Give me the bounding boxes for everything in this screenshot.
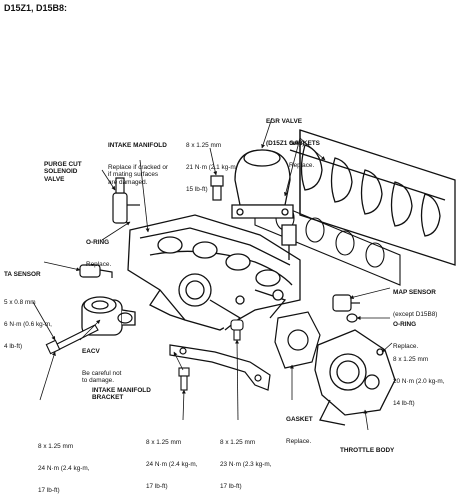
bolt-size: 8 x 1.25 mm: [186, 141, 222, 149]
label-throttle-body: THROTTLE BODY: [340, 432, 394, 462]
label-bolt-bottom-mid2: 8 x 1.25 mm 23 N·m (2.3 kg-m, 17 lb-ft): [220, 424, 272, 498]
label-note: (D15Z1 only): [266, 140, 305, 148]
label-gasket: GASKET Replace.: [286, 401, 313, 453]
diagram-header: D15Z1, D15B8:: [4, 3, 68, 13]
bolt-torque-lbft: 17 lb-ft): [38, 487, 60, 495]
o-ring-left: [117, 312, 133, 324]
bolt-torque-lbft: 15 lb-ft): [186, 186, 208, 194]
intake-manifold-bracket: [169, 344, 271, 391]
bolt-torque: 24 N·m (2.4 kg-m,: [38, 465, 90, 473]
label-note: Be careful not to damage.: [82, 370, 122, 385]
label-eacv: EACV Be careful not to damage.: [82, 333, 121, 392]
label-title: GASKET: [286, 415, 313, 423]
label-title: INTAKE MANIFOLD BRACKET: [92, 386, 151, 402]
label-intake-manifold: INTAKE MANIFOLD Replace if cracked or if…: [108, 127, 168, 194]
label-bolt-left: 5 x 0.8 mm 6 N·m (0.6 kg-m, 4 lb-ft): [4, 284, 52, 358]
label-gaskets: GASKETS Replace.: [289, 125, 320, 177]
bolt-torque-lbft: 17 lb-ft): [220, 483, 242, 491]
bolt-torque: 24 N·m (2.4 kg-m,: [146, 461, 198, 469]
label-title: TA SENSOR: [4, 270, 41, 278]
label-title: O-RING: [393, 320, 417, 328]
bolt-size: 5 x 0.8 mm: [4, 298, 36, 306]
bolt-bottom-left: [178, 367, 190, 391]
label-bolt-bottom-left: 8 x 1.25 mm 24 N·m (2.4 kg-m, 17 lb-ft): [38, 428, 90, 502]
bolt-torque-lbft: 14 lb-ft): [393, 400, 415, 408]
label-note: Replace.: [86, 261, 112, 269]
bolt-size: 8 x 1.25 mm: [38, 442, 74, 450]
label-egr-valve: EGR VALVE (D15Z1 only): [266, 103, 304, 155]
label-bracket: INTAKE MANIFOLD BRACKET: [92, 372, 151, 409]
label-ta-sensor: TA SENSOR: [4, 256, 41, 286]
throttle-gasket: [274, 311, 321, 369]
egr-valve: [231, 149, 297, 260]
label-bolt-right: 8 x 1.25 mm 20 N·m (2.0 kg-m, 14 lb-ft): [393, 341, 445, 415]
label-o-ring-left: O-RING Replace.: [86, 224, 111, 276]
label-note: (except D15B8): [393, 311, 438, 319]
label-title: GASKETS: [289, 139, 320, 147]
label-title: O-RING: [86, 238, 110, 246]
label-title: MAP SENSOR: [393, 288, 436, 296]
throttle-body: [314, 329, 396, 426]
bolt-torque-lbft: 4 lb-ft): [4, 343, 23, 351]
label-map-sensor: MAP SENSOR (except D15B8): [393, 274, 437, 326]
label-note: Replace if cracked or if mating surfaces…: [108, 164, 169, 186]
purge-cut-solenoid-valve: [112, 177, 140, 224]
bolt-size: 8 x 1.25 mm: [393, 355, 429, 363]
label-purge-cut: PURGE CUT SOLENOID VALVE: [44, 146, 82, 190]
label-title: PURGE CUT SOLENOID VALVE: [44, 160, 82, 183]
bolt-torque: 6 N·m (0.6 kg-m,: [4, 321, 52, 329]
cylinder-head-gasket: [289, 129, 456, 266]
bolt-torque: 21 N·m (2.1 kg-m,: [186, 164, 238, 172]
bolt-egr: [210, 175, 224, 201]
map-sensor: [332, 294, 360, 323]
label-bolt-bottom-mid1: 8 x 1.25 mm 24 N·m (2.4 kg-m, 17 lb-ft): [146, 424, 198, 498]
exploded-view-diagram: [32, 117, 456, 431]
label-title: EACV: [82, 347, 100, 355]
bolt-torque: 23 N·m (2.3 kg-m,: [220, 461, 272, 469]
label-note: Replace.: [286, 438, 312, 446]
intake-manifold: [127, 214, 301, 331]
label-bolt-top: 8 x 1.25 mm 21 N·m (2.1 kg-m, 15 lb-ft): [186, 127, 238, 201]
bolt-bottom-mid: [230, 319, 244, 341]
label-note: Replace.: [393, 343, 419, 351]
bolt-size: 8 x 1.25 mm: [146, 438, 182, 446]
bolt-torque: 20 N·m (2.0 kg-m,: [393, 378, 445, 386]
label-title: EGR VALVE: [266, 117, 302, 125]
label-title: THROTTLE BODY: [340, 446, 395, 454]
label-o-ring-right: O-RING Replace.: [393, 306, 418, 358]
leader-lines: [32, 117, 393, 431]
label-note: Replace.: [289, 162, 315, 170]
label-title: INTAKE MANIFOLD: [108, 141, 167, 149]
bolt-long-left: [45, 324, 99, 355]
bolt-torque-lbft: 17 lb-ft): [146, 483, 168, 491]
bolt-size: 8 x 1.25 mm: [220, 438, 256, 446]
